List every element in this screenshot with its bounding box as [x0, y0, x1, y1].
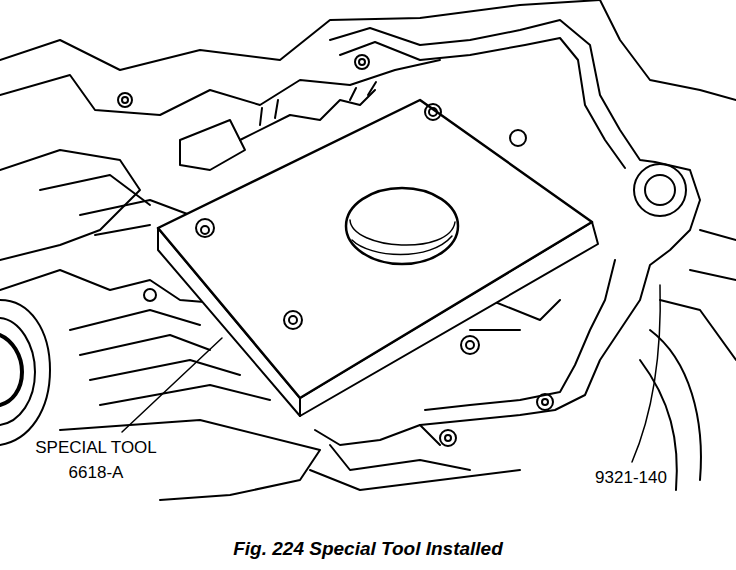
bearing — [0, 335, 22, 405]
case-edge — [0, 60, 440, 115]
case-edge — [40, 175, 150, 205]
bearing — [0, 300, 50, 445]
case-rib — [260, 82, 376, 125]
case-edge — [600, 0, 736, 100]
leader-line — [632, 285, 660, 462]
case-pocket — [180, 120, 245, 170]
bearing — [0, 318, 35, 425]
leader-line — [122, 338, 222, 432]
case-edge — [60, 420, 320, 500]
case-edge — [660, 230, 736, 360]
part-label: SPECIAL TOOL 6618-A — [30, 436, 162, 485]
case-edge — [0, 150, 140, 260]
bolt-hole — [645, 175, 675, 205]
case-edge — [310, 470, 520, 490]
figure-number: 9321-140 — [586, 466, 676, 491]
special-tool-plate — [158, 100, 598, 416]
case-edge — [0, 0, 600, 70]
figure-caption: Fig. 224 Special Tool Installed — [0, 538, 736, 560]
bolt-boss — [634, 164, 686, 216]
case-edge — [330, 445, 470, 470]
